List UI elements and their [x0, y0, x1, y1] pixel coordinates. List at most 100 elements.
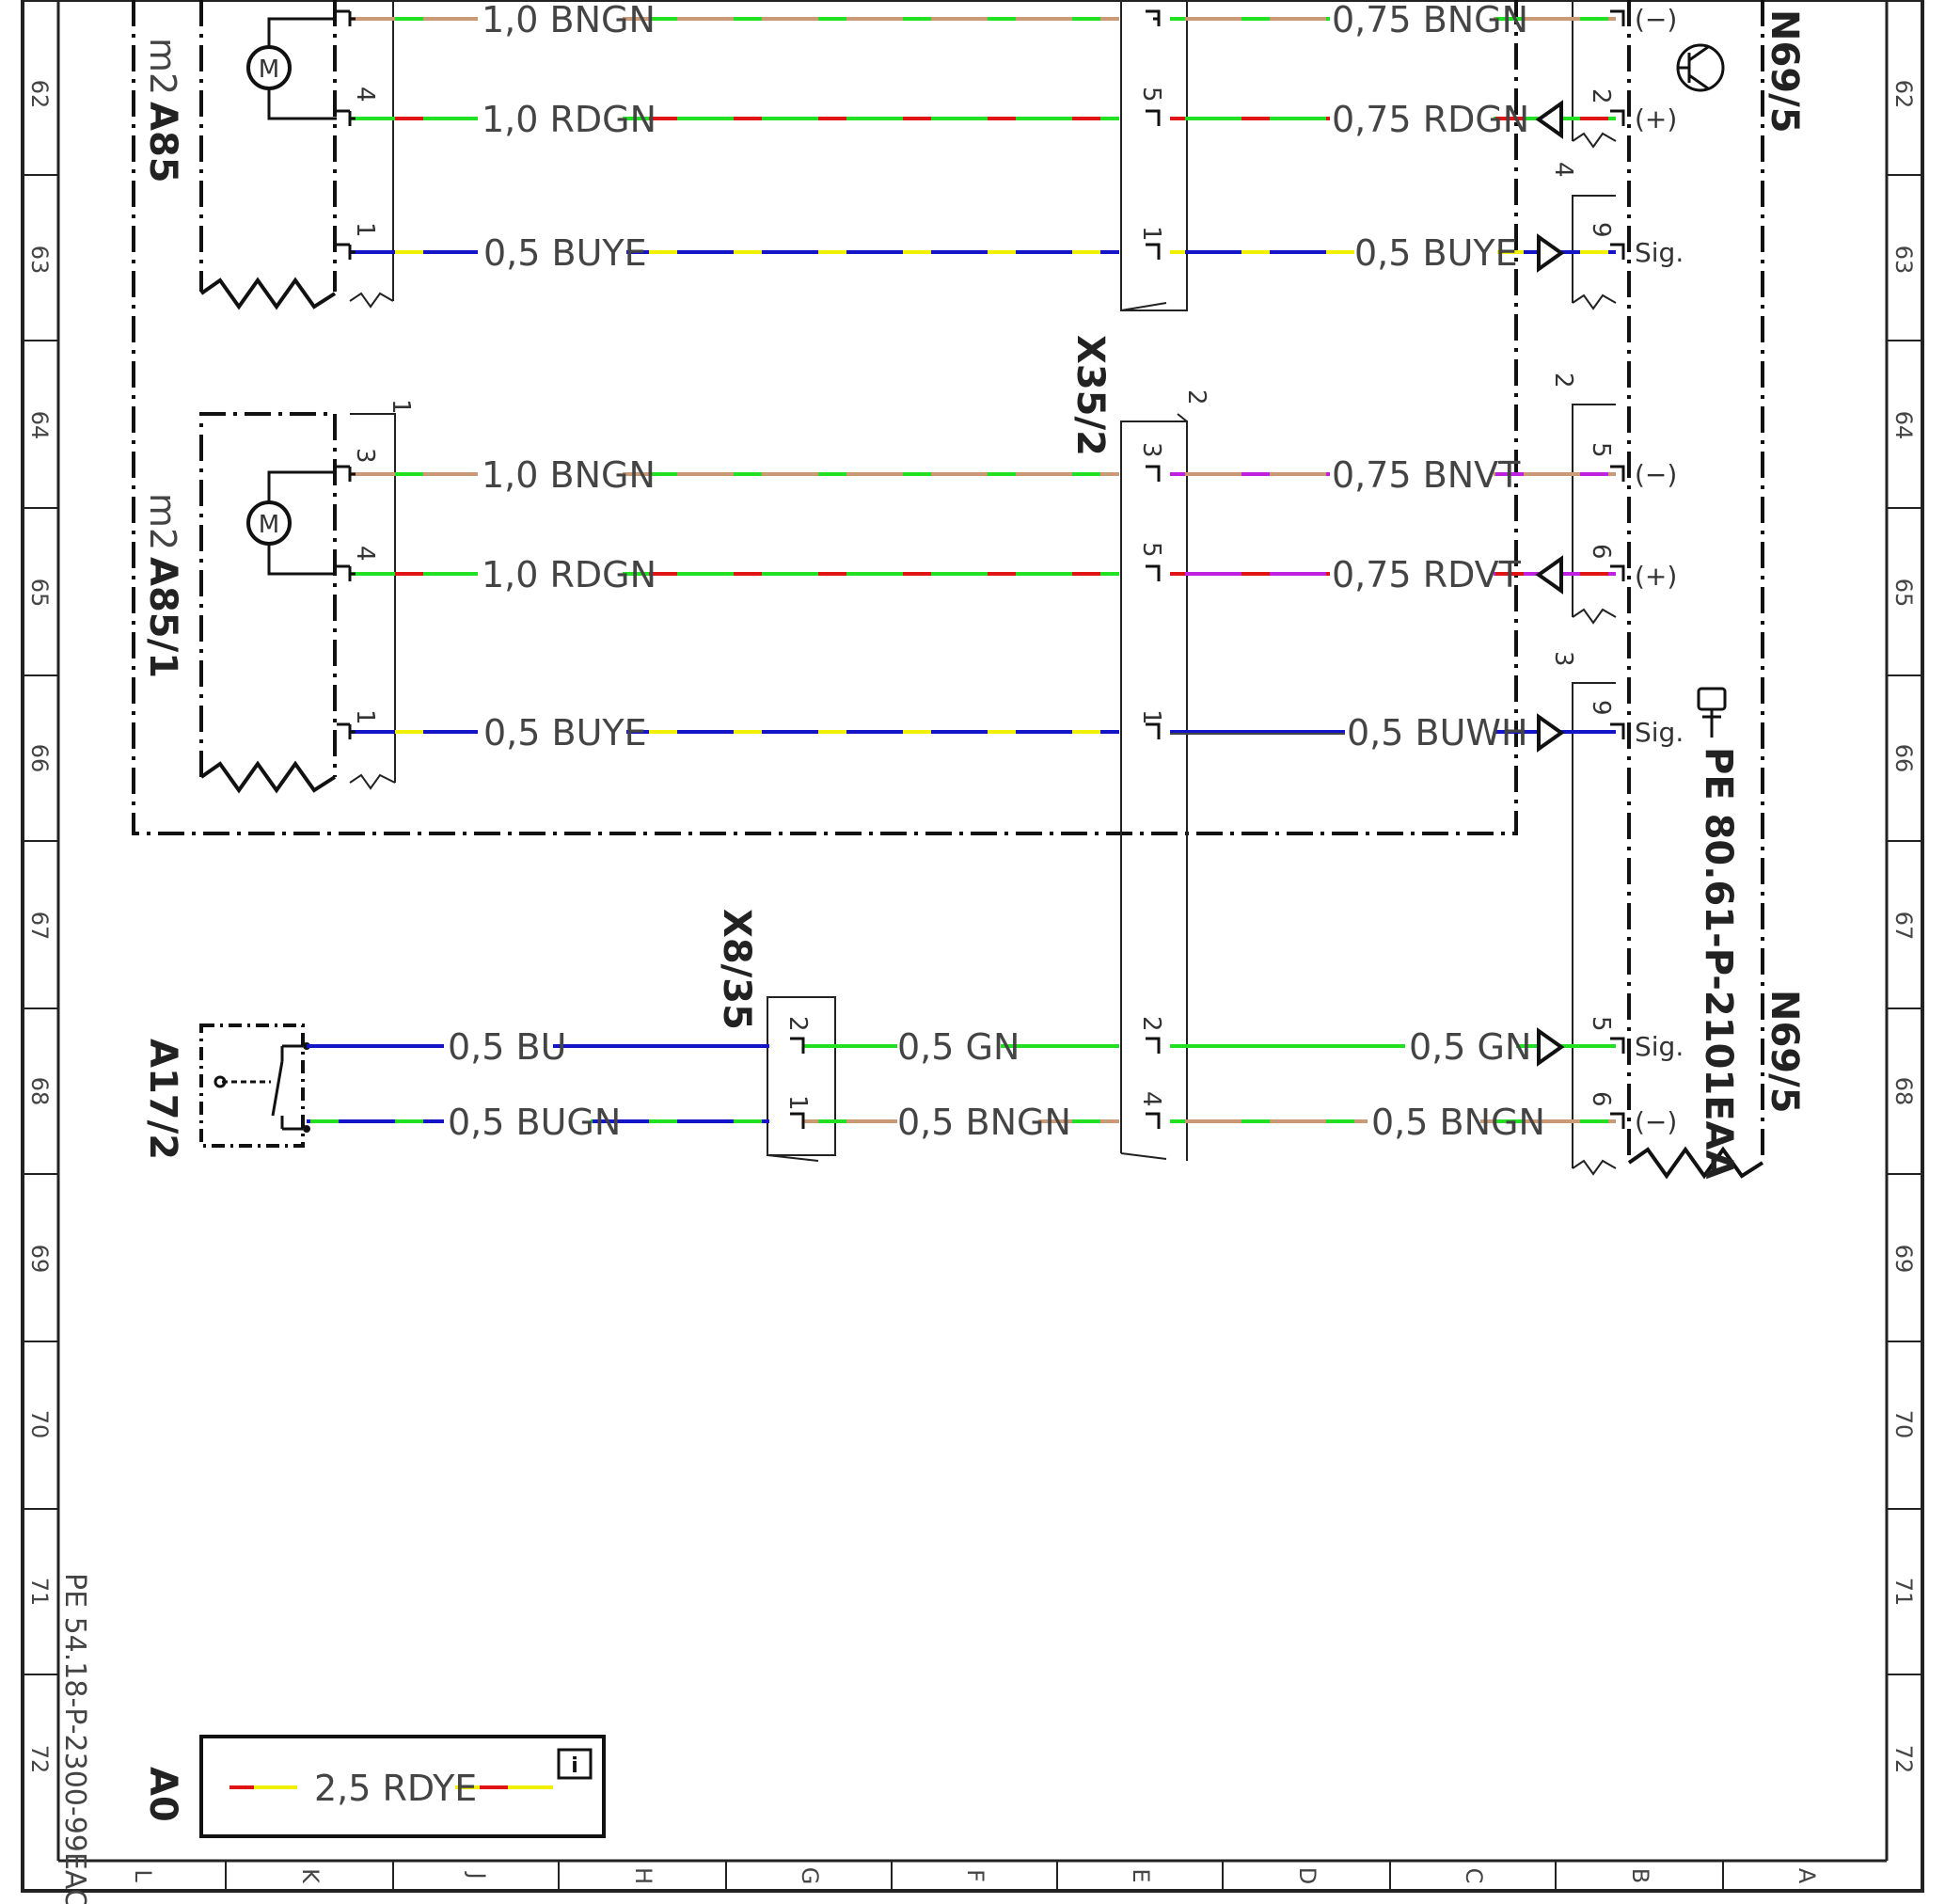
wire-label: 0,5 BUWH	[1347, 712, 1528, 754]
component-n69-5: N69/5 N69/5 PE 80.61-P-2101EAA	[1627, 0, 1806, 1180]
wire-label: 1,0 BNGN	[482, 454, 656, 496]
svg-text:i: i	[571, 1754, 578, 1778]
pin-number: 5	[1137, 542, 1165, 558]
wire-label: 0,5 BNGN	[1371, 1102, 1545, 1143]
wire-label: 0,5 GN	[897, 1026, 1020, 1068]
n69-5-connector-1: 2	[1572, 0, 1617, 149]
component-a0: 2,5 RDYE i A0	[141, 1735, 606, 1838]
pin-number: 1	[783, 1095, 812, 1111]
column-label: G	[797, 1867, 823, 1885]
row-label: 62	[26, 80, 53, 109]
a85-connector: 4 1	[349, 0, 394, 309]
pin-number: 4	[1549, 162, 1577, 178]
component-label: A85	[141, 102, 184, 183]
row-label: 72	[1890, 1745, 1917, 1774]
row-label: 71	[1890, 1578, 1917, 1607]
arrow-icon	[1537, 1027, 1565, 1067]
row-label: 64	[26, 411, 53, 440]
n69-5-connector-3: 3 9 5 6	[1549, 651, 1617, 1176]
signal-label: (−)	[1635, 459, 1677, 490]
pin-number: 5	[1137, 87, 1165, 103]
wire-label: 0,75 BNGN	[1332, 0, 1528, 40]
wire-label: 0,5 BUYE	[1354, 232, 1518, 274]
row-label: 63	[26, 246, 53, 275]
drawing-frame	[21, 0, 1924, 1893]
info-icon: i	[557, 1748, 593, 1780]
row-label: 67	[1890, 912, 1917, 941]
pin-number: 6	[1587, 544, 1615, 560]
pin-number: 3	[351, 448, 379, 464]
row-label: 62	[1890, 80, 1917, 109]
wire-label: 0,5 BUYE	[483, 232, 647, 274]
n69-5-connector-2: 2 5 6	[1549, 373, 1617, 625]
pin-number: 4	[351, 546, 379, 562]
row-label: 65	[1890, 579, 1917, 608]
wire-row-5: 1,0 RDGN 0,75 RDVT	[350, 554, 1616, 595]
reference-pe-main: PE 80.61-P-2101EAA	[1697, 747, 1740, 1180]
component-label: A17/2	[141, 1039, 184, 1160]
row-label: 66	[1890, 744, 1917, 773]
wire-label: 0,75 BNVT	[1332, 454, 1521, 496]
row-label: 69	[26, 1245, 53, 1274]
signal-label: (−)	[1635, 1106, 1677, 1137]
arrow-icon	[1535, 555, 1563, 595]
pin-number: 1	[1137, 709, 1165, 725]
grid-row-labels-left: 62 63 64 65 66 67 68 69 70 71 72	[26, 80, 53, 1774]
wire-label: 1,0 RDGN	[482, 554, 656, 595]
wire-label: 0,5 BU	[448, 1026, 566, 1068]
signal-label: (−)	[1635, 4, 1677, 35]
row-label: 68	[1890, 1077, 1917, 1106]
pin-number: 6	[1587, 1091, 1615, 1107]
wire-label: 0,5 BUGN	[448, 1102, 621, 1143]
wire-label: 0,75 RDGN	[1332, 99, 1529, 140]
component-a85: M m2 A85	[141, 0, 337, 310]
grid-row-labels-right: 62 63 64 65 66 67 68 69 70 71 72	[1890, 80, 1917, 1774]
signal-label: Sig.	[1635, 717, 1684, 748]
row-label: 70	[26, 1410, 53, 1439]
pin-number: 5	[1587, 442, 1615, 458]
pin-number: 3	[1137, 442, 1165, 458]
pin-number: 9	[1587, 700, 1615, 716]
module-boundary	[132, 0, 1518, 835]
signal-labels: (−) (+) Sig. (−) (+) Sig. Sig. (−)	[1635, 4, 1684, 1137]
pin-number: 4	[1137, 1091, 1165, 1107]
row-label: 66	[26, 744, 53, 773]
column-label: F	[962, 1869, 988, 1882]
pin-terminals	[337, 9, 1625, 1129]
row-label: 63	[1890, 246, 1917, 275]
component-prefix: m2	[142, 493, 183, 550]
wire-row-8: 0,5 BUGN 0,5 BNGN 0,5 BNGN	[307, 1102, 1616, 1143]
row-label: 67	[26, 912, 53, 941]
arrow-icon	[1537, 233, 1565, 273]
wire-label: 2,5 RDYE	[314, 1768, 477, 1809]
row-label: 64	[1890, 411, 1917, 440]
component-label: N69/5	[1763, 9, 1806, 134]
component-label: A0	[141, 1767, 184, 1822]
wire-label: 1,0 RDGN	[482, 99, 656, 140]
signal-label: (+)	[1635, 103, 1677, 135]
signal-label: (+)	[1635, 561, 1677, 592]
row-label: 71	[26, 1578, 53, 1607]
wire-label: 0,75 RDVT	[1332, 554, 1522, 595]
column-label: E	[1128, 1868, 1154, 1882]
reference-pe-bottom: PE 54.18-P-2300-99EAC	[58, 1573, 91, 1904]
pin-number: 2	[1549, 373, 1577, 389]
wire-row-7: 0,5 BU 0,5 GN 0,5 GN	[307, 1026, 1616, 1068]
column-label: A	[1794, 1868, 1820, 1884]
column-label: L	[130, 1869, 156, 1882]
column-label: J	[464, 1870, 490, 1879]
pin-number: 2	[783, 1016, 812, 1032]
column-label: D	[1294, 1867, 1320, 1884]
component-a17-2: A17/2	[141, 1023, 310, 1160]
column-label: C	[1461, 1868, 1487, 1884]
x8-35-connector: 2 1	[767, 996, 836, 1162]
motor-symbol: M	[259, 511, 279, 539]
row-label: 70	[1890, 1410, 1917, 1439]
transistor-icon	[1676, 43, 1725, 92]
column-label: B	[1627, 1868, 1653, 1883]
pin-number: 1	[387, 399, 415, 415]
arrow-icon	[1537, 713, 1565, 753]
wire-row-1: 1,0 BNGN 0,75 BNGN	[350, 0, 1616, 40]
pointing-hand-icon	[1697, 687, 1727, 738]
